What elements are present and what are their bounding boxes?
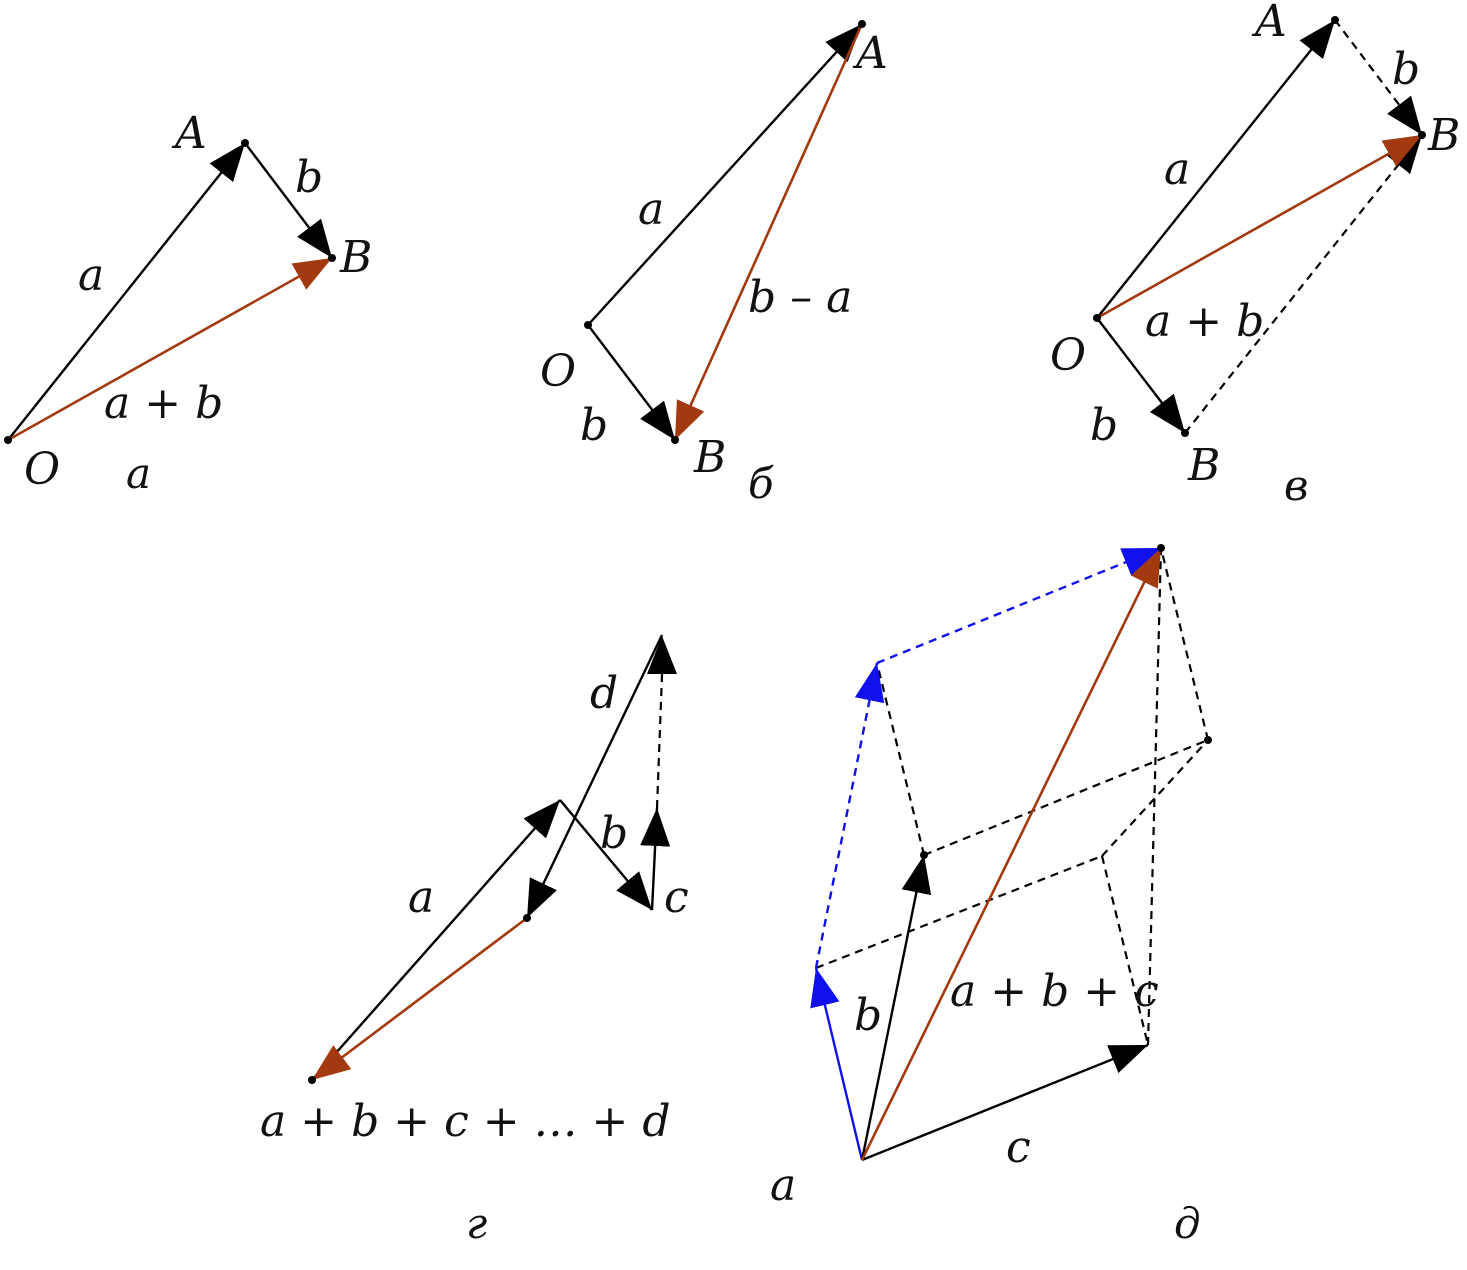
dashed-b-translated bbox=[1334, 19, 1423, 136]
label-sum: a + b + c + … + d bbox=[260, 1096, 671, 1147]
point-vertex bbox=[920, 851, 928, 859]
caption: г bbox=[466, 1199, 487, 1248]
point-A bbox=[1331, 16, 1339, 24]
vector-b-translated-blue bbox=[814, 662, 885, 969]
label-vector-a: a bbox=[408, 872, 434, 923]
label-A: A bbox=[852, 28, 888, 79]
point-A bbox=[241, 139, 249, 147]
vector-c-translated-blue bbox=[876, 546, 1162, 665]
label-difference: b – a bbox=[748, 272, 852, 323]
point-start bbox=[308, 1076, 316, 1084]
dashed-connector bbox=[655, 674, 664, 809]
vector-a-blue bbox=[810, 967, 864, 1161]
vector-d bbox=[525, 634, 664, 919]
vector-resultant bbox=[311, 916, 528, 1082]
caption: a bbox=[126, 449, 151, 498]
label-O: O bbox=[24, 444, 60, 495]
label-B: B bbox=[339, 232, 372, 283]
vector-c bbox=[640, 807, 671, 911]
label-A: A bbox=[171, 108, 207, 159]
label-O: O bbox=[1050, 330, 1086, 381]
point-B bbox=[671, 436, 679, 444]
label-vector-c: c bbox=[664, 872, 689, 923]
panel-d: a b c a + b + c д bbox=[770, 544, 1212, 1248]
label-B: B bbox=[693, 432, 726, 483]
label-vector-b-top: b bbox=[1392, 44, 1420, 95]
edge bbox=[815, 854, 1103, 970]
vector-b bbox=[1096, 317, 1186, 434]
dashed-a-translated bbox=[1184, 134, 1423, 434]
point-O bbox=[1093, 314, 1101, 322]
point-vertex bbox=[1204, 736, 1212, 744]
point-end bbox=[523, 914, 531, 922]
label-B-top: B bbox=[1427, 110, 1460, 161]
label-sum: a + b + c bbox=[950, 966, 1159, 1017]
label-sum: a + b bbox=[104, 378, 223, 429]
label-sum: a + b bbox=[1145, 296, 1264, 347]
point-O bbox=[4, 436, 12, 444]
vector-a bbox=[1096, 19, 1336, 319]
edge bbox=[1159, 547, 1210, 741]
vector-b bbox=[244, 142, 333, 259]
caption: д bbox=[1174, 1199, 1201, 1248]
point-B bbox=[328, 254, 336, 262]
point-O bbox=[584, 321, 592, 329]
edge bbox=[923, 738, 1209, 857]
edge bbox=[1100, 855, 1150, 1046]
point-A bbox=[858, 20, 866, 28]
label-B: B bbox=[1187, 440, 1220, 491]
label-vector-a: a bbox=[638, 184, 664, 235]
caption: б bbox=[748, 459, 774, 508]
vector-b bbox=[587, 324, 676, 441]
edge bbox=[1101, 739, 1209, 857]
vector-a-plus-b bbox=[7, 256, 333, 442]
point-vertex bbox=[1157, 544, 1165, 552]
label-vector-a: a bbox=[1164, 144, 1190, 195]
vector-a-plus-b bbox=[1096, 133, 1423, 320]
vector-c bbox=[861, 1043, 1149, 1162]
panel-a: O A B a b a + b a bbox=[4, 108, 372, 498]
panel-g: a b c d a + b + c + … + d г bbox=[260, 634, 689, 1248]
point-B-top bbox=[1418, 131, 1426, 139]
panel-v: O A B B a b b a + b в bbox=[1050, 0, 1460, 510]
label-vector-b: b bbox=[295, 152, 323, 203]
label-vector-a: a bbox=[78, 250, 104, 301]
edge bbox=[875, 662, 926, 856]
vector-a bbox=[311, 799, 561, 1081]
vector-a-plus-b-plus-c bbox=[860, 547, 1163, 1161]
vector-b-minus-a bbox=[673, 23, 864, 441]
vector-a bbox=[7, 142, 246, 441]
caption: в bbox=[1284, 461, 1308, 510]
label-vector-b: b bbox=[854, 990, 882, 1041]
label-vector-b: b bbox=[600, 808, 628, 859]
point-B bbox=[1181, 429, 1189, 437]
label-A: A bbox=[1251, 0, 1287, 47]
label-vector-d: d bbox=[590, 668, 618, 719]
vector-b bbox=[860, 854, 932, 1161]
label-vector-a: a bbox=[770, 1160, 796, 1211]
vector-a bbox=[587, 23, 863, 326]
label-vector-c: c bbox=[1006, 1122, 1031, 1173]
label-vector-b: b bbox=[1090, 400, 1118, 451]
panel-b: O A B a b b – a б bbox=[540, 20, 888, 508]
label-vector-b: b bbox=[580, 400, 608, 451]
label-O: O bbox=[540, 346, 576, 397]
